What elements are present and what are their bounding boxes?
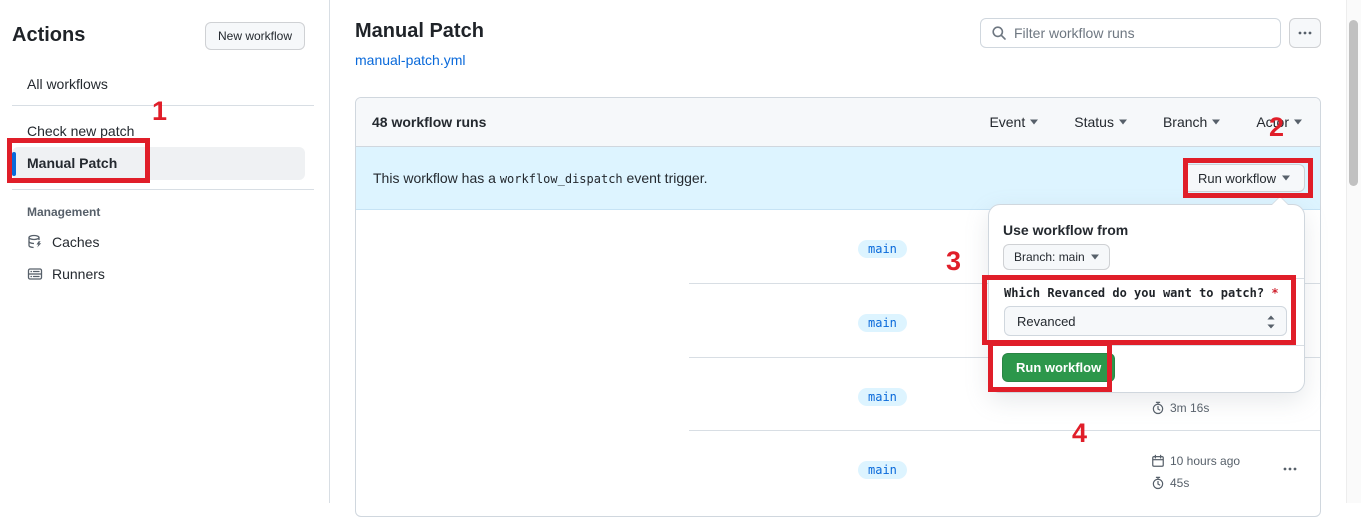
workflow-run-row: main 3m 16s bbox=[356, 358, 1320, 431]
chevron-down-icon bbox=[1212, 119, 1221, 125]
branch-badge[interactable]: main bbox=[858, 461, 907, 479]
chevron-down-icon bbox=[1294, 119, 1302, 125]
new-workflow-button[interactable]: New workflow bbox=[205, 22, 306, 50]
scrollbar-thumb[interactable] bbox=[1349, 20, 1358, 186]
sidebar-item-caches[interactable]: Caches bbox=[27, 234, 99, 250]
banner-code-span: workflow_dispatch bbox=[499, 172, 623, 186]
revanced-select[interactable]: Revanced bbox=[1004, 306, 1287, 336]
sidebar-divider bbox=[12, 105, 314, 106]
popup-notch bbox=[1272, 197, 1288, 205]
sidebar-item-manual-patch[interactable] bbox=[12, 147, 305, 180]
required-asterisk: * bbox=[1271, 286, 1279, 300]
selected-accent-bar bbox=[12, 152, 16, 176]
run-workflow-dropdown-label: Run workflow bbox=[1197, 170, 1276, 186]
actor-filter-label: Actor bbox=[1256, 114, 1289, 130]
sidebar-item-all-workflows[interactable]: All workflows bbox=[27, 76, 108, 92]
status-filter-label: Status bbox=[1074, 114, 1114, 130]
kebab-horizontal-icon bbox=[1298, 31, 1312, 35]
workflow-dispatch-banner: This workflow has a workflow_dispatch ev… bbox=[356, 147, 1320, 210]
workflow-input-label: Which Revanced do you want to patch? * bbox=[1004, 286, 1279, 300]
sidebar-item-manual-patch-label: Manual Patch bbox=[27, 155, 118, 171]
run-duration-label: 3m 16s bbox=[1170, 401, 1210, 415]
chevron-down-icon bbox=[1282, 175, 1290, 181]
select-updown-icon bbox=[1266, 315, 1276, 329]
branch-filter-dropdown[interactable]: Branch bbox=[1162, 114, 1221, 130]
branch-select-label: Branch: main bbox=[1014, 250, 1085, 264]
actions-sidebar: Actions New workflow All workflows Check… bbox=[0, 0, 330, 503]
revanced-select-value: Revanced bbox=[1017, 313, 1076, 329]
workflow-input-label-text: Which Revanced do you want to patch? bbox=[1004, 286, 1265, 300]
page-title: Manual Patch bbox=[355, 20, 484, 42]
search-input[interactable] bbox=[1014, 25, 1270, 41]
run-start-time-label: 10 hours ago bbox=[1170, 454, 1241, 468]
search-icon bbox=[991, 25, 1007, 41]
run-duration: 3m 16s bbox=[1151, 401, 1209, 415]
sidebar-item-runners-label: Runners bbox=[52, 266, 105, 282]
branch-badge[interactable]: main bbox=[858, 388, 907, 406]
kebab-horizontal-icon bbox=[1283, 467, 1297, 471]
branch-badge[interactable]: main bbox=[858, 240, 907, 258]
sidebar-divider bbox=[12, 189, 314, 190]
calendar-icon bbox=[1152, 454, 1164, 467]
event-filter-dropdown[interactable]: Event bbox=[989, 114, 1039, 130]
runners-icon bbox=[27, 266, 43, 282]
status-filter-dropdown[interactable]: Status bbox=[1074, 114, 1127, 130]
chevron-down-icon bbox=[1030, 119, 1039, 125]
stopwatch-icon bbox=[1152, 401, 1164, 415]
workflow-file-link[interactable]: manual-patch.yml bbox=[355, 52, 466, 68]
sidebar-title: Actions bbox=[12, 24, 86, 46]
branch-select-button[interactable]: Branch: main bbox=[1003, 244, 1110, 270]
actor-filter-dropdown[interactable]: Actor bbox=[1256, 114, 1302, 130]
event-filter-label: Event bbox=[989, 114, 1026, 130]
runs-table-header: 48 workflow runs Event Status Branch Act… bbox=[356, 98, 1320, 147]
workflow-run-row: main 10 hours ago 45s bbox=[356, 431, 1320, 504]
run-workflow-dropdown-button[interactable]: Run workflow bbox=[1182, 164, 1305, 192]
workflow-options-kebab-button[interactable] bbox=[1289, 18, 1321, 48]
run-workflow-submit-button[interactable]: Run workflow bbox=[1002, 353, 1116, 382]
sidebar-item-runners[interactable]: Runners bbox=[27, 266, 105, 282]
sidebar-item-caches-label: Caches bbox=[52, 234, 100, 250]
banner-text-after: event trigger. bbox=[626, 170, 708, 186]
popup-divider bbox=[989, 345, 1304, 346]
sidebar-item-check-new-patch[interactable]: Check new patch bbox=[27, 123, 135, 139]
stopwatch-icon bbox=[1152, 476, 1164, 490]
chevron-down-icon bbox=[1090, 254, 1099, 260]
run-start-time: 10 hours ago bbox=[1151, 454, 1240, 468]
branch-filter-label: Branch bbox=[1162, 114, 1208, 130]
chevron-down-icon bbox=[1118, 119, 1127, 125]
run-options-kebab-button[interactable] bbox=[1278, 459, 1302, 479]
cache-database-icon bbox=[27, 234, 43, 250]
runs-filters: Event Status Branch Actor bbox=[989, 114, 1302, 130]
branch-badge[interactable]: main bbox=[858, 314, 907, 332]
run-duration-label: 45s bbox=[1170, 476, 1190, 490]
filter-runs-searchbox[interactable] bbox=[980, 18, 1281, 48]
management-heading: Management bbox=[27, 205, 101, 219]
runs-count-label: 48 workflow runs bbox=[372, 114, 487, 130]
popup-divider bbox=[989, 278, 1304, 279]
run-workflow-popup: Use workflow from Branch: main Which Rev… bbox=[988, 196, 1305, 393]
banner-text-before: This workflow has a bbox=[373, 170, 496, 186]
banner-text: This workflow has a workflow_dispatch ev… bbox=[373, 170, 707, 186]
popup-heading: Use workflow from bbox=[1003, 222, 1129, 238]
run-duration: 45s bbox=[1151, 476, 1189, 490]
